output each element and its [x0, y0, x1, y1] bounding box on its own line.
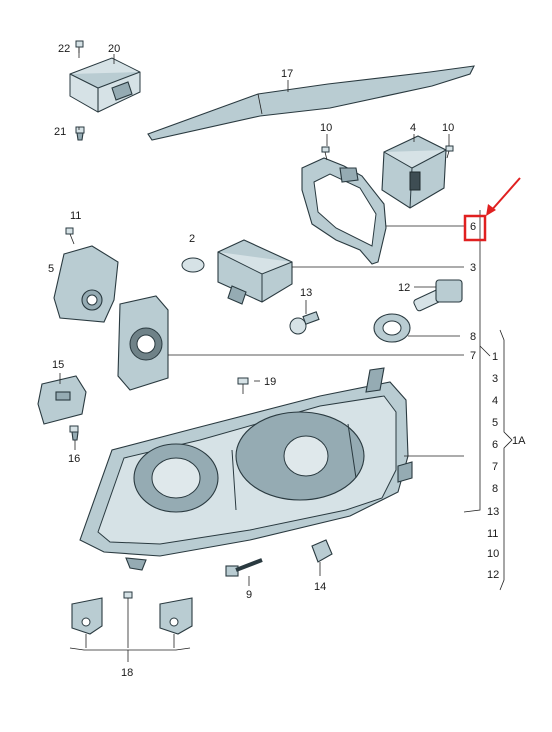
callout-11: 11	[70, 210, 81, 222]
screw-18	[123, 591, 133, 606]
bracket-15	[37, 375, 87, 425]
callout-18: 18	[121, 667, 133, 679]
callout-13: 13	[300, 287, 312, 299]
callout-22: 22	[58, 43, 70, 55]
callout-10b: 10	[442, 122, 454, 134]
callout-12: 12	[398, 282, 410, 294]
control-module-20	[69, 57, 141, 113]
callout-16: 16	[68, 453, 80, 465]
group-list-item: 10	[487, 548, 499, 560]
callout-14: 14	[314, 581, 326, 593]
group-list-item: 1	[492, 351, 498, 363]
group-list-item: 8	[492, 483, 498, 495]
highlight-box	[463, 214, 487, 242]
callout-15: 15	[52, 359, 64, 371]
callout-8: 8	[470, 331, 476, 343]
bolt-9	[225, 558, 263, 577]
group-list-item: 7	[492, 461, 498, 473]
screw-21	[75, 126, 85, 141]
screw-10a	[321, 146, 330, 161]
clip-14	[311, 539, 333, 563]
group-label: 1A	[512, 435, 526, 447]
callout-4: 4	[410, 122, 416, 134]
callout-5: 5	[48, 263, 54, 275]
highlight-arrow	[489, 177, 521, 213]
group-list-item: 6	[492, 439, 498, 451]
group-list-item: 5	[492, 417, 498, 429]
ballast-4	[381, 135, 447, 209]
group-list-item: 12	[487, 569, 499, 581]
adjuster-5	[53, 245, 119, 323]
bracket-18-left	[71, 597, 103, 635]
callout-10a: 10	[320, 122, 332, 134]
group-list-item: 13	[487, 506, 499, 518]
callout-19: 19	[264, 376, 276, 388]
screw-11	[65, 227, 75, 245]
group-list-item: 11	[487, 528, 498, 540]
callout-3: 3	[470, 262, 476, 274]
callout-17: 17	[281, 68, 293, 80]
cap-2	[181, 257, 205, 273]
bulb-12	[413, 279, 463, 312]
screw-10b	[445, 145, 454, 159]
leader-lines	[59, 48, 513, 662]
bracket-18-right	[159, 597, 193, 635]
callout-20: 20	[108, 43, 120, 55]
headlight-assembly-1	[79, 367, 413, 571]
callout-2: 2	[189, 233, 195, 245]
screw-22	[75, 40, 84, 58]
callout-21: 21	[54, 126, 66, 138]
group-list-item: 3	[492, 373, 498, 385]
callout-7: 7	[470, 350, 476, 362]
group-list-item: 4	[492, 395, 498, 407]
screw-16	[69, 425, 79, 441]
frame-6	[301, 157, 387, 265]
seal-7	[117, 295, 169, 391]
callout-9: 9	[246, 589, 252, 601]
callout-6: 6	[470, 221, 476, 233]
trim-strip-17	[147, 65, 475, 141]
ball-stud-13	[289, 311, 320, 335]
group-list: 1 3 4 5 6 7 8 13 11 10 12 1A	[487, 351, 526, 581]
screw-19	[237, 377, 249, 394]
motor-3	[217, 239, 293, 305]
